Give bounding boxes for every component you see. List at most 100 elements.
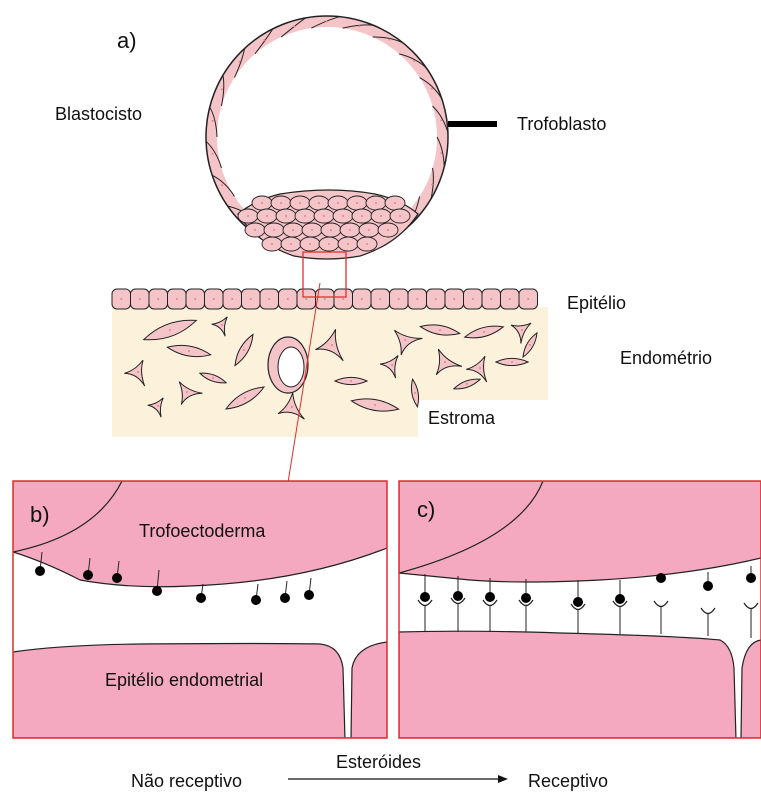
cell-nucleus <box>299 202 301 204</box>
cell-nucleus <box>244 397 246 399</box>
cell-nucleus <box>444 361 446 363</box>
cell-nucleus <box>328 243 330 245</box>
ligand <box>703 581 713 591</box>
cell-nucleus <box>399 215 401 217</box>
cell-nucleus <box>268 298 270 300</box>
cell-nucleus <box>176 298 178 300</box>
cell-nucleus <box>342 215 344 217</box>
cell-nucleus <box>350 380 352 382</box>
cell-nucleus <box>342 298 344 300</box>
blastocyst <box>206 16 448 259</box>
cell-nucleus <box>311 229 313 231</box>
cell-nucleus <box>374 404 376 406</box>
cell-nucleus <box>169 329 171 331</box>
cell-nucleus <box>349 229 351 231</box>
blastocyst-label: Blastocisto <box>55 104 142 124</box>
steroids-arrow-head <box>498 775 508 783</box>
cell-nucleus <box>157 405 159 407</box>
stroma-label: Estroma <box>428 408 496 428</box>
non-receptive-label: Não receptivo <box>131 771 242 791</box>
cell-nucleus <box>326 21 328 23</box>
ligand <box>656 573 666 583</box>
cell-nucleus <box>435 298 437 300</box>
cell-nucleus <box>483 331 485 333</box>
cell-nucleus <box>212 120 214 122</box>
transition-caption: Não receptivo Esteróides Receptivo <box>131 752 608 791</box>
cell-nucleus <box>394 202 396 204</box>
cell-nucleus <box>379 298 381 300</box>
ligand <box>420 592 430 602</box>
cell-nucleus <box>398 298 400 300</box>
cell-nucleus <box>280 202 282 204</box>
cell-nucleus <box>388 39 390 41</box>
ligand <box>573 597 583 607</box>
trophectoderm-label: Trofoectoderma <box>139 521 266 541</box>
panel-b: b) Trofoectoderma Epitélio endometrial <box>13 481 387 740</box>
cell-nucleus <box>231 298 233 300</box>
ligand <box>251 595 261 605</box>
cell-nucleus <box>287 298 289 300</box>
ligand <box>280 593 290 603</box>
cell-nucleus <box>529 344 531 346</box>
cell-nucleus <box>304 215 306 217</box>
cell-nucleus <box>221 324 223 326</box>
cell-nucleus <box>290 243 292 245</box>
cell-nucleus <box>213 298 215 300</box>
cell-nucleus <box>387 229 389 231</box>
cell-nucleus <box>453 298 455 300</box>
ligand <box>152 586 162 596</box>
endometrial-epithelium-layer-c <box>399 631 761 740</box>
ligand <box>83 570 93 580</box>
cell-nucleus <box>309 243 311 245</box>
panel-a: a) Blastocisto Trofoblasto Epitélio Endo… <box>55 16 712 501</box>
cell-nucleus <box>358 25 360 27</box>
panel-c-label: c) <box>417 497 435 522</box>
cell-nucleus <box>186 391 188 393</box>
cell-nucleus <box>479 367 481 369</box>
cell-nucleus <box>431 88 433 90</box>
ligand <box>35 566 45 576</box>
cell-nucleus <box>305 298 307 300</box>
cell-nucleus <box>285 215 287 217</box>
cell-nucleus <box>266 215 268 217</box>
cell-nucleus <box>527 298 529 300</box>
cell-nucleus <box>263 39 265 41</box>
cell-nucleus <box>212 377 214 379</box>
cell-nucleus <box>413 60 415 62</box>
cell-nucleus <box>509 298 511 300</box>
cell-nucleus <box>137 371 139 373</box>
cell-nucleus <box>440 152 442 154</box>
trophectoderm-layer-c <box>399 481 761 582</box>
cell-nucleus <box>521 329 523 331</box>
cell-nucleus <box>194 298 196 300</box>
cell-nucleus <box>431 184 433 186</box>
cell-nucleus <box>250 298 252 300</box>
ligand <box>615 594 625 604</box>
cell-nucleus <box>271 243 273 245</box>
cell-nucleus <box>188 350 190 352</box>
ligand <box>521 593 531 603</box>
cell-nucleus <box>466 383 468 385</box>
cell-nucleus <box>247 215 249 217</box>
cell-nucleus <box>221 184 223 186</box>
cell-nucleus <box>361 215 363 217</box>
cell-nucleus <box>414 392 416 394</box>
epithelium-label: Epitélio <box>567 293 626 313</box>
ligand <box>304 590 314 600</box>
cell-nucleus <box>120 298 122 300</box>
cell-nucleus <box>291 406 293 408</box>
cell-nucleus <box>157 298 159 300</box>
cell-nucleus <box>380 215 382 217</box>
cell-nucleus <box>391 364 393 366</box>
endometrium-label: Endométrio <box>620 348 712 368</box>
ligand <box>196 593 206 603</box>
steroids-label: Esteróides <box>336 752 421 772</box>
cell-nucleus <box>243 349 245 351</box>
trophoblast-label: Trofoblasto <box>517 114 606 134</box>
cell-nucleus <box>318 202 320 204</box>
panel-a-label: a) <box>117 28 137 53</box>
cell-nucleus <box>212 153 214 155</box>
ligand <box>453 591 463 601</box>
cell-nucleus <box>261 202 263 204</box>
cell-nucleus <box>347 243 349 245</box>
